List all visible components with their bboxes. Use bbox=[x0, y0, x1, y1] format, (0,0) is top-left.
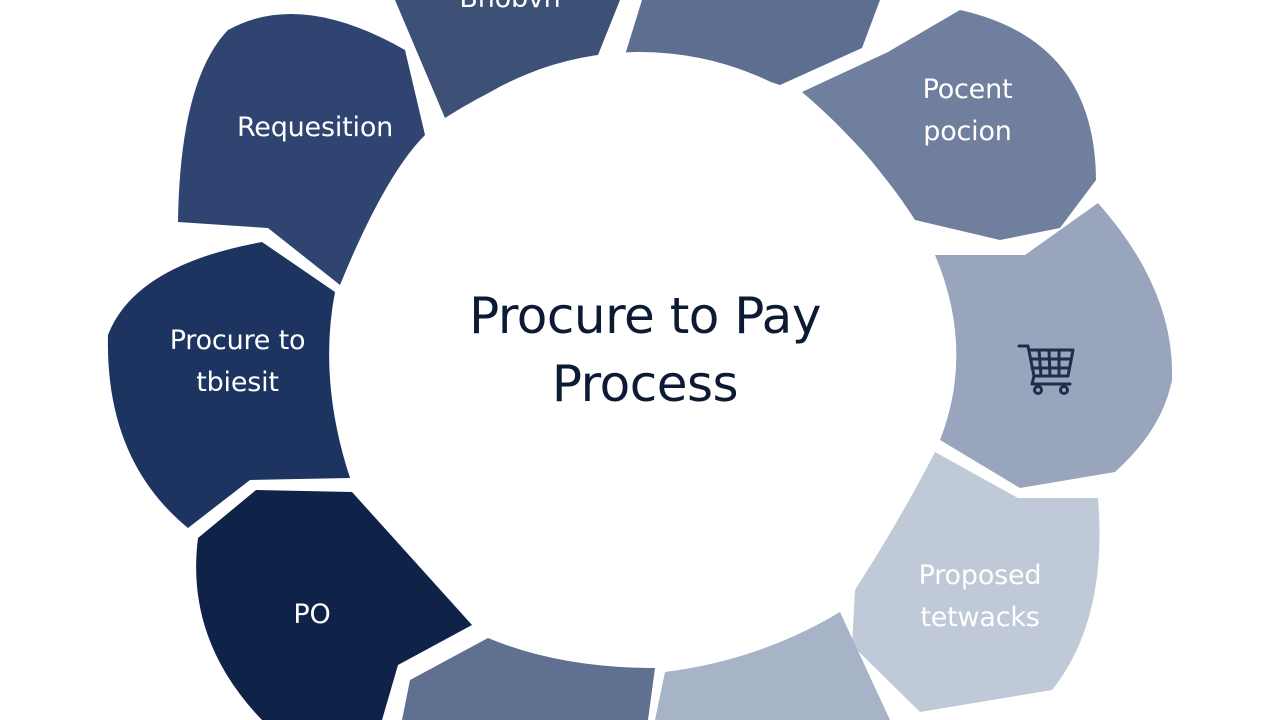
segment-label-line: Requesition bbox=[236, 112, 394, 143]
segment-label-procurement: Pocent pocion bbox=[880, 69, 1055, 153]
segment-label-line: Pocent bbox=[922, 74, 1013, 105]
segment-label-procure-left: Procure to tbiesit bbox=[145, 320, 330, 404]
segment-label-line: tetwacks bbox=[920, 602, 1040, 633]
segment-top-left bbox=[395, 0, 620, 118]
segment-cart bbox=[935, 203, 1173, 488]
center-title-line-2: Process bbox=[551, 355, 739, 413]
segment-label-proposed: Proposed tetwacks bbox=[885, 555, 1075, 639]
segment-label-line: Bhobvh bbox=[455, 0, 565, 20]
segment-bottom-left bbox=[402, 638, 655, 720]
segment-label-line: pocion bbox=[923, 116, 1012, 147]
segment-bottom-right bbox=[655, 612, 890, 720]
segment-label-line: Proposed bbox=[918, 560, 1042, 591]
segment-po bbox=[196, 490, 472, 720]
segment-procure-left bbox=[107, 242, 350, 528]
segment-top-right bbox=[625, 0, 880, 85]
segment-label-top-left: Bhobvh bbox=[455, 0, 565, 20]
center-title: Procure to Pay Process bbox=[420, 282, 870, 418]
shopping-cart-icon bbox=[1017, 344, 1075, 395]
segment-label-po: PO bbox=[262, 594, 362, 636]
segment-proposed bbox=[852, 452, 1100, 712]
center-circle bbox=[340, 52, 940, 652]
segment-requisition bbox=[178, 14, 425, 285]
segment-label-requisition: Requesition bbox=[215, 107, 415, 149]
segment-label-line: PO bbox=[293, 599, 331, 630]
segment-label-line: Procure to bbox=[169, 325, 306, 356]
segment-procurement bbox=[802, 10, 1096, 240]
segment-label-line: tbiesit bbox=[196, 367, 279, 398]
center-title-line-1: Procure to Pay bbox=[469, 287, 821, 345]
